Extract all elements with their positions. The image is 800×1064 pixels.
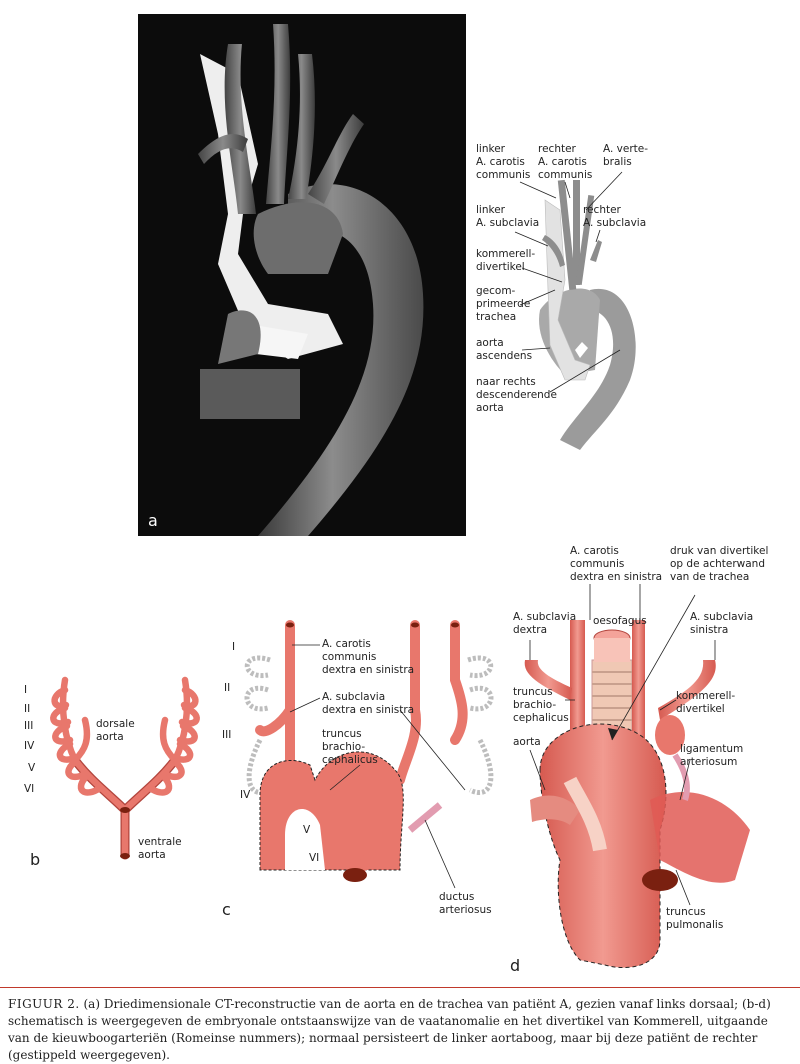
label-b-ventrale: ventrale aorta	[138, 836, 182, 861]
label-d-druk: druk van divertikel op de achterwand van…	[670, 545, 769, 583]
label-a-kommerell: kommerell- divertikel	[476, 248, 536, 273]
panel-c-arches	[244, 620, 494, 882]
label-a-ascendens: aorta ascendens	[476, 337, 533, 362]
label-d-aorta: aorta	[513, 736, 541, 748]
label-a-linker-carotis: linker A. carotis communis	[476, 143, 531, 181]
label-b-dorsale: dorsale aorta	[96, 718, 135, 743]
panel-d-anatomy	[524, 620, 750, 968]
label-a-descenderende: naar rechts descenderende aorta	[476, 376, 557, 414]
label-a-linker-subclavia: linker A. subclavia	[476, 204, 540, 229]
label-d-ligamentum: ligamentum arteriosum	[680, 743, 744, 768]
label-a-trachea: gecom- primeerde trachea	[476, 285, 531, 323]
b-numeral-3: III	[24, 720, 34, 732]
caption-text: (a) Driedimensionale CT-reconstructie va…	[8, 997, 771, 1062]
label-d-kommerell: kommerell- divertikel	[676, 690, 736, 715]
figure-caption: FIGUUR 2. (a) Driedimensionale CT-recons…	[8, 996, 792, 1064]
ct-render	[198, 24, 424, 537]
label-c-truncus: truncus brachio- cephalicus	[322, 728, 378, 766]
panel-b-arches	[50, 676, 200, 860]
ct-reconstruction-image: a	[138, 14, 466, 537]
b-numeral-2: II	[24, 703, 31, 715]
label-c-carotis: A. carotis communis dextra en sinistra	[322, 638, 415, 676]
label-c-ductus: ductus arteriosus	[439, 891, 492, 916]
panel-a-letter: a	[148, 511, 158, 530]
label-a-rechter-carotis: rechter A. carotis communis	[538, 143, 593, 181]
panel-d-letter: d	[510, 956, 521, 975]
c-numeral-4: IV	[240, 789, 251, 801]
c-numeral-5: V	[303, 824, 311, 836]
caption-rule	[0, 987, 800, 988]
label-d-oesofagus: oesofagus	[593, 615, 647, 627]
b-numeral-6: VI	[24, 783, 35, 795]
panel-c-letter: c	[222, 900, 231, 919]
b-numeral-1: I	[24, 684, 28, 696]
c-numeral-2: II	[224, 682, 231, 694]
label-c-subclavia: A. subclavia dextra en sinistra	[322, 691, 415, 716]
label-d-truncus: truncus brachio- cephalicus	[513, 686, 569, 724]
c-numeral-3: III	[222, 729, 232, 741]
panel-b-letter: b	[30, 850, 41, 869]
label-a-vertebralis: A. verte- bralis	[603, 143, 649, 168]
c-numeral-1: I	[232, 641, 236, 653]
label-d-subclavia-sinistra: A. subclavia sinistra	[690, 611, 754, 636]
b-numeral-4: IV	[24, 740, 35, 752]
label-a-rechter-subclavia: rechter A. subclavia	[583, 204, 647, 229]
label-d-pulmonalis: truncus pulmonalis	[666, 906, 724, 931]
label-d-carotis: A. carotis communis dextra en sinistra	[570, 545, 663, 583]
c-numeral-6: VI	[309, 852, 320, 864]
panel-a-schematic	[539, 179, 636, 450]
caption-prefix: FIGUUR 2.	[8, 997, 80, 1011]
b-numeral-5: V	[28, 762, 36, 774]
label-d-subclavia-dextra: A. subclavia dextra	[513, 611, 577, 636]
